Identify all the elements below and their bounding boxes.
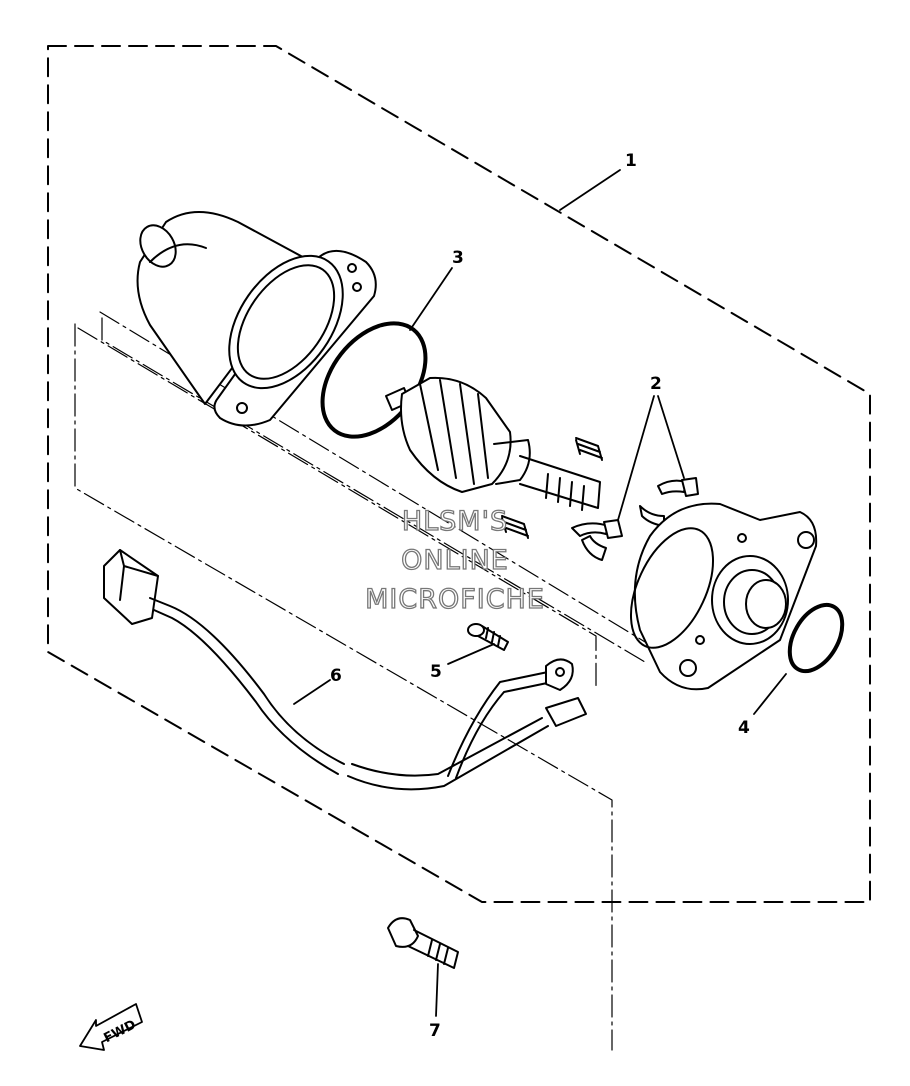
watermark-line-2: ONLINE [401, 545, 509, 576]
brushes [571, 477, 699, 561]
watermark-line-3: MICROFICHE [365, 584, 545, 615]
callout-3: 3 [452, 248, 464, 268]
callout-7: 7 [429, 1021, 441, 1041]
brush-springs [501, 437, 603, 539]
leader-lines [293, 169, 787, 1017]
o-ring-small [787, 602, 845, 674]
lead-wire [103, 549, 587, 791]
callout-4: 4 [738, 718, 750, 738]
callout-1: 1 [625, 151, 637, 171]
fwd-arrow-outline [79, 1003, 143, 1051]
callout-2: 2 [650, 374, 662, 394]
watermark-line-1: HLSM'S [402, 506, 508, 537]
armature [385, 376, 601, 511]
bolt [387, 917, 459, 969]
callout-5: 5 [430, 662, 442, 682]
callout-6: 6 [330, 666, 342, 686]
screw [467, 623, 509, 651]
front-cover [629, 502, 818, 691]
assembly-boundary-dashed [47, 45, 871, 903]
motor-yoke [136, 211, 377, 427]
